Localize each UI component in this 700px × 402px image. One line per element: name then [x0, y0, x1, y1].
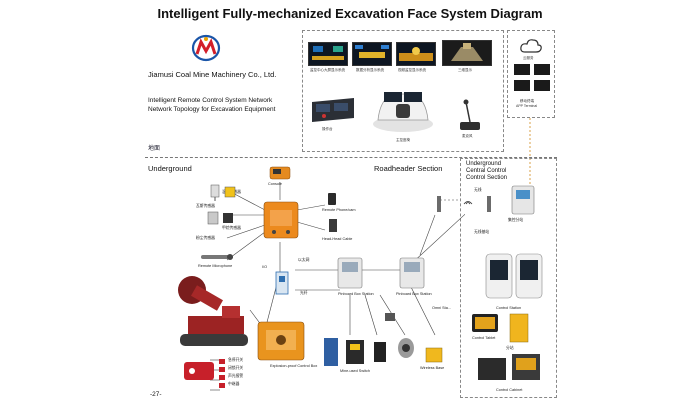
antenna-left-icon	[437, 196, 441, 212]
cloud-caption: 云服务	[523, 56, 534, 60]
explosion-box-label: Explosion-proof Control Box	[270, 364, 318, 368]
page-number: -27-	[150, 391, 162, 398]
fiber-label: 光纤	[300, 291, 308, 295]
sensor-3-label: 粉尘传感器	[196, 236, 215, 240]
wireless-base-icon	[425, 347, 443, 363]
roadheader-machine-icon	[178, 276, 248, 346]
microphone-caption: 麦克风	[462, 134, 473, 138]
sensor-2-icon	[224, 186, 236, 198]
console-caption: 操作台	[322, 127, 333, 131]
microphone-icon	[460, 99, 480, 130]
underground-console-icon	[269, 166, 291, 180]
sensor-4-icon	[223, 213, 233, 223]
central-control-label-line-1: Underground	[466, 161, 502, 167]
remote-phone-label: Remote Phone/cam	[322, 208, 356, 212]
io-module-icon	[275, 271, 289, 295]
relay-1-label: 急停开关	[228, 358, 244, 362]
io-label: I/O	[262, 265, 268, 269]
surface-label: 地面	[148, 146, 161, 152]
relay-legend-swatches	[219, 359, 225, 388]
central-control-label-line-2: Central Control	[466, 168, 507, 174]
workstation-label: Control Station	[496, 306, 522, 310]
omni-station-label: Omni Sta...	[432, 306, 451, 310]
sensor-4-label: 甲烷传感器	[222, 226, 241, 230]
central-control-frame	[460, 158, 557, 398]
pinboard-box-2-icon	[399, 257, 425, 289]
company-logo	[191, 34, 221, 62]
console-label: Console	[268, 182, 282, 186]
surface-underground-divider	[145, 157, 557, 158]
monitor-screen-4	[442, 40, 492, 66]
head-cable-label: Head-Head Cable	[322, 237, 353, 241]
roadheader-section-label: Roadheader Section	[374, 164, 443, 173]
wireless-label: 无线	[474, 188, 482, 192]
central-control-box-label: 集控分站	[508, 218, 524, 222]
sensor-5-icon	[385, 313, 395, 321]
main-control-box-icon	[263, 201, 299, 239]
relay-3-label: 声光报警	[228, 374, 244, 378]
sensor-1-icon	[210, 184, 220, 201]
control-cabinet-label: 分站	[506, 346, 514, 350]
screen-caption-2: 数据分析显示系统	[356, 68, 384, 72]
mobile-devices-icon	[514, 64, 550, 91]
mine-switch-icon	[346, 340, 364, 364]
terminal-caption: 移动终端	[520, 99, 534, 103]
sensor-3-icon	[207, 211, 219, 225]
central-workstation-icon	[485, 253, 543, 299]
wireless-base-label: Wireless Base	[420, 366, 445, 370]
ethernet-label: 以太网	[298, 258, 310, 262]
subtitle-line-2: Network Topology for Excavation Equipmen…	[148, 106, 276, 113]
screen-caption-3: 视频监控显示系统	[398, 68, 426, 72]
camera-icon	[398, 338, 414, 358]
explosion-proof-box-icon	[257, 321, 305, 361]
terminal-uplink-line	[529, 118, 531, 190]
monitor-screen-2	[352, 42, 392, 66]
screen-caption-1: 监控中心大屏显示系统	[310, 68, 345, 72]
app-terminal-frame	[507, 30, 555, 118]
mine-switch-cabinet-icon	[324, 338, 338, 366]
subtitle-line-1: Intelligent Remote Control System Networ…	[148, 97, 273, 104]
relay-4-label: 中继器	[228, 382, 240, 386]
seat-caption: 主控座椅	[396, 138, 410, 142]
monitor-screen-3	[396, 42, 436, 66]
emergency-stop-relay-icon	[184, 362, 214, 380]
control-tablet-label: Control Tablet	[472, 336, 496, 340]
remote-microphone-icon	[201, 254, 233, 260]
company-name: Jiamusi Coal Mine Machinery Co., Ltd.	[148, 70, 277, 79]
cloud-icon	[520, 39, 542, 53]
mine-switch-label: Mine-used Switch	[340, 369, 370, 373]
operator-console-icon	[312, 98, 354, 122]
control-seat-icon	[373, 92, 433, 132]
screen-caption-4: 三维显示	[458, 68, 472, 72]
monitor-screen-1	[308, 42, 348, 66]
remote-phone-icon	[328, 193, 336, 205]
control-panel-label: Control Cabinet	[496, 388, 523, 392]
page-title: Intelligent Fully-mechanized Excavation …	[157, 6, 543, 21]
sensor-2-label: 瓦斯传感器	[196, 204, 215, 208]
antenna-right-icon	[487, 196, 491, 212]
pinboard-box-1-icon	[337, 257, 363, 289]
surface-control-room-frame	[302, 30, 504, 152]
head-cable-icon	[329, 219, 337, 232]
control-cabinet-icon	[509, 313, 529, 343]
underground-label: Underground	[148, 164, 192, 173]
relay-2-label: 闭锁开关	[228, 366, 244, 370]
remote-microphone-label: Remote Microphone	[198, 264, 233, 268]
pinboard-box-1-label: Pinboard Box Station	[338, 292, 374, 296]
central-control-box-icon	[511, 185, 535, 215]
relay-box-icon	[374, 342, 386, 362]
central-control-label-line-3: Control Section	[466, 175, 508, 181]
control-tablet-icon	[472, 314, 498, 332]
central-ap-label: 无线基站	[474, 230, 490, 234]
control-panel-icon	[478, 354, 540, 380]
terminal-app-caption: APP Terminal	[516, 104, 538, 108]
pinboard-box-2-label: Pinboard Box Station	[396, 292, 432, 296]
wireless-signal-icon	[463, 201, 473, 205]
